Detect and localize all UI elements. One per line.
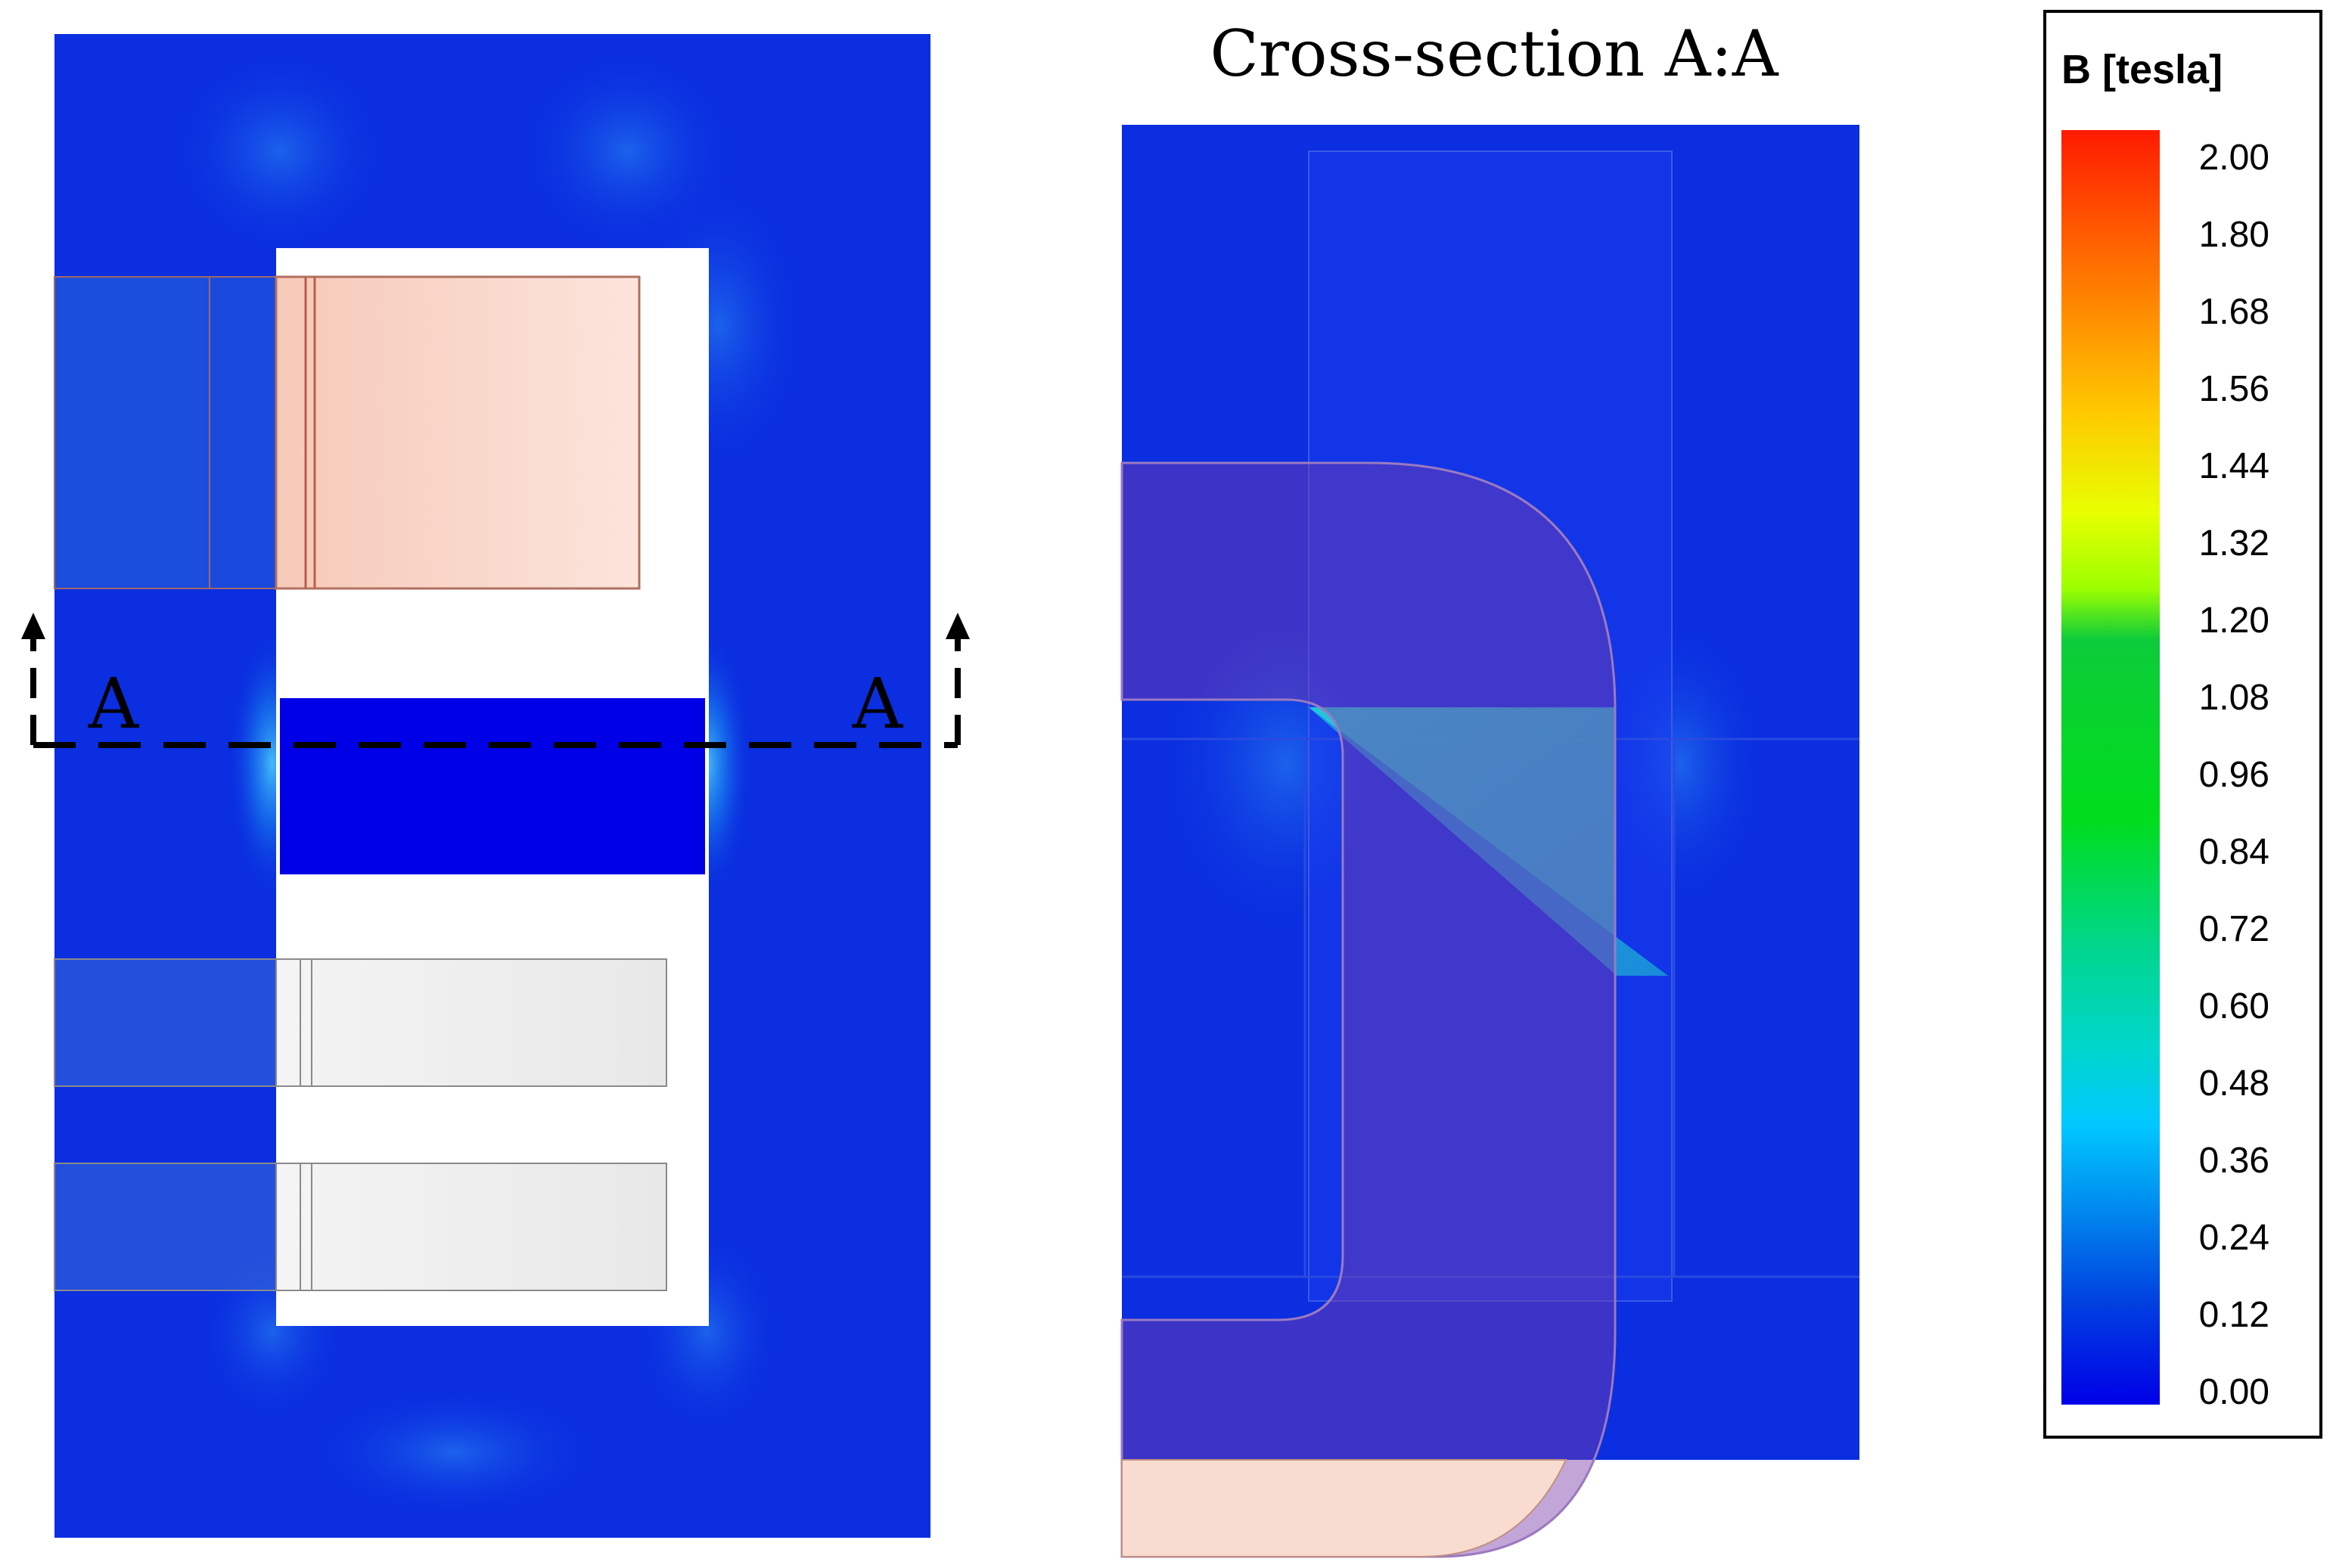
field-glow [303, 1384, 605, 1520]
section-label-right: A [852, 663, 904, 744]
colorbar-tick-label: 0.00 [2199, 1372, 2269, 1412]
colorbar-title: B [tesla] [2061, 47, 2223, 92]
colorbar-tick-label: 2.00 [2199, 138, 2269, 178]
copper-coil-lead [209, 276, 277, 589]
colorbar-tick-label: 1.20 [2199, 601, 2269, 641]
copper-coil-outer [54, 276, 210, 589]
colorbar-gradient [2061, 130, 2160, 1405]
section-arrow-head-right [946, 613, 970, 639]
colorbar-tick-label: 1.68 [2199, 292, 2269, 332]
cross-section-view: Cross-section A:A [1120, 17, 1859, 1558]
field-glow [166, 45, 393, 257]
grey-coil-window [275, 958, 667, 1087]
flux-concentration-triangle [1310, 709, 1615, 974]
colorbar-legend: B [tesla] 2.00 1.80 1.68 1.56 1.44 1.32 1.20 1.… [2043, 10, 2322, 1439]
colorbar-tick-label: 0.84 [2199, 832, 2269, 872]
colorbar-tick-label: 1.80 [2199, 215, 2269, 255]
colorbar-tick-label: 0.48 [2199, 1063, 2269, 1104]
core-center-limb [280, 698, 705, 874]
colorbar-tick-label: 0.24 [2199, 1218, 2269, 1258]
colorbar-tick-label: 0.72 [2199, 909, 2269, 949]
section-label-left: A [88, 663, 140, 744]
colorbar-tick-label: 0.12 [2199, 1295, 2269, 1335]
colorbar-tick-label: 1.44 [2199, 446, 2269, 486]
colorbar-tick-label: 1.08 [2199, 678, 2269, 718]
section-arrow-head-left [21, 613, 45, 639]
colorbar-tick-label: 0.36 [2199, 1141, 2269, 1181]
grey-coil-outer [54, 958, 277, 1087]
conductor-overlay [1120, 461, 1617, 1558]
colorbar-tick-label: 1.56 [2199, 369, 2269, 409]
left-transformer-view: A A [21, 34, 970, 1538]
copper-conductor [1121, 1459, 1567, 1557]
grey-coil-outer [54, 1163, 277, 1291]
grey-coil-window [275, 1163, 667, 1291]
copper-coil-window [275, 275, 641, 590]
colorbar-tick-label: 0.96 [2199, 755, 2269, 795]
cross-section-title: Cross-section A:A [1210, 17, 1778, 91]
colorbar-tick-label: 0.60 [2199, 986, 2269, 1026]
colorbar-tick-label: 1.32 [2199, 523, 2269, 564]
colorbar-ticks: 2.00 1.80 1.68 1.56 1.44 1.32 1.20 1.08 0.96 0.84… [2199, 138, 2269, 1412]
